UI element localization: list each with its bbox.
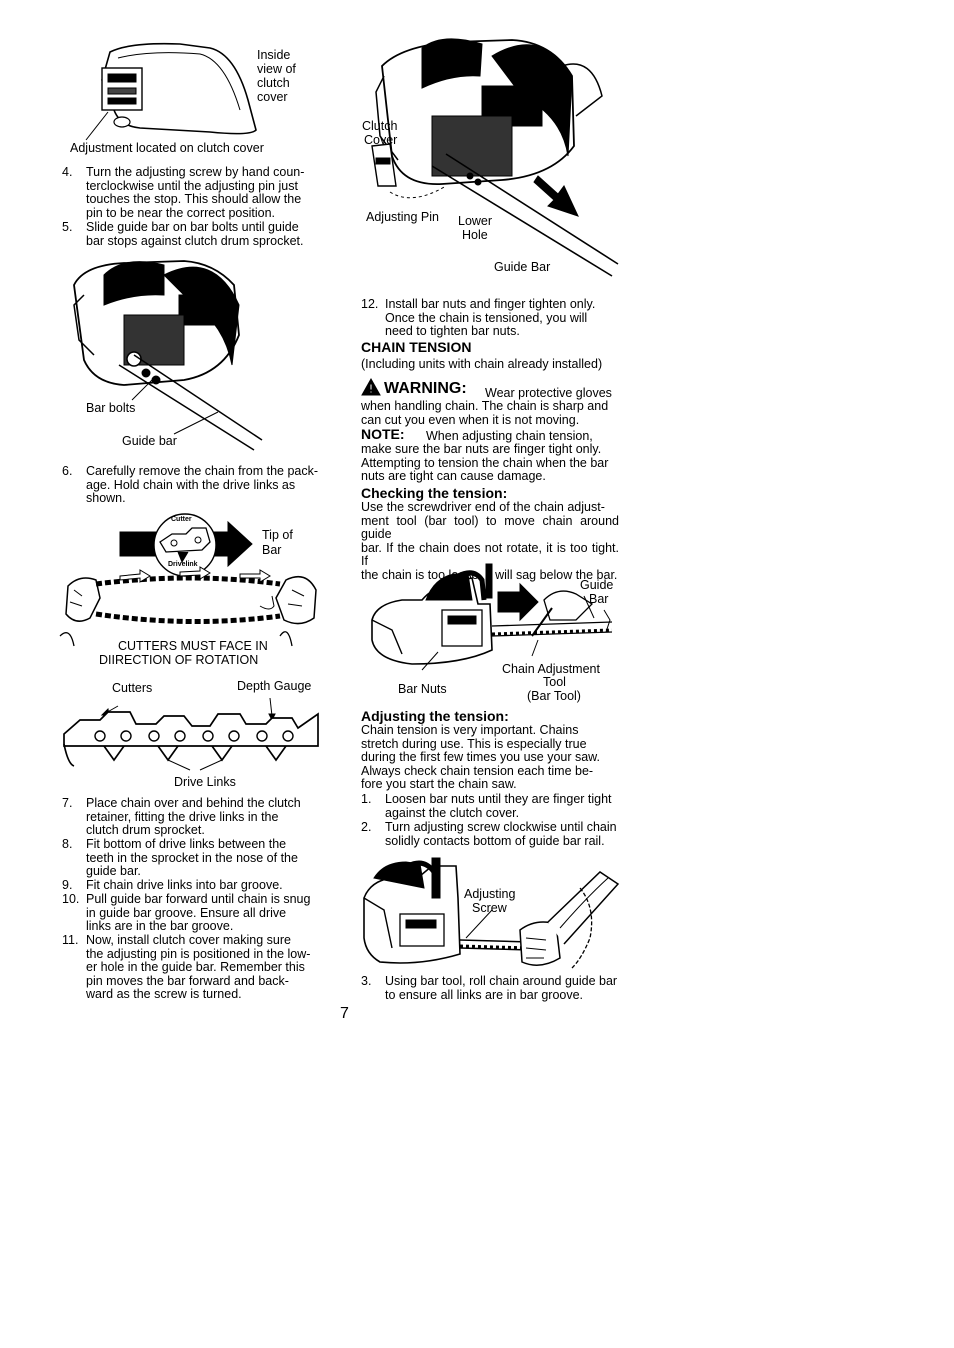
- warning-text-line1: Wear protective gloves: [485, 386, 612, 400]
- label-chain-tool-line2: Tool: [543, 675, 566, 689]
- caption-pointer-line: [85, 111, 109, 141]
- label-adjusting-screw-line1: Adjusting: [464, 887, 516, 901]
- label-clutch-cover-line1: Clutch: [362, 119, 398, 133]
- checking-tension-illustration: [371, 563, 613, 671]
- page-number: 7: [340, 1005, 349, 1022]
- label-bar-bolts: Bar bolts: [86, 401, 136, 415]
- adjusting-tension-text: Chain tension is very important. Chains …: [361, 723, 600, 792]
- label-chain-tool-line1: Chain Adjustment: [502, 662, 600, 676]
- subheading-chain-tension: (Including units with chain already inst…: [361, 357, 603, 371]
- list-item-step-11: 11. Now, install clutch cover making sur…: [62, 933, 311, 1002]
- clutch-cover-illustration: [101, 42, 257, 135]
- label-bar-nuts: Bar Nuts: [398, 682, 447, 696]
- label-lower-hole-line2: Hole: [462, 228, 488, 242]
- list-item-step-10: 10. Pull guide bar forward until chain i…: [62, 892, 311, 934]
- label-inside-view-line1: Inside: [257, 48, 291, 62]
- label-clutch-cover-line2: Cover: [364, 133, 398, 147]
- label-guide-bar-fig6-line1: Guide: [580, 578, 614, 592]
- label-depth-gauge: Depth Gauge: [237, 679, 312, 693]
- warning-text-rest: when handling chain. The chain is sharp …: [361, 399, 609, 427]
- caption-adjustment-location: Adjustment located on clutch cover: [70, 141, 264, 155]
- label-inside-view-line4: cover: [257, 90, 288, 104]
- list-item-step-7: 7. Place chain over and behind the clutc…: [62, 796, 301, 838]
- label-guide-bar: Guide bar: [122, 434, 177, 448]
- label-guide-bar-fig6-line2: Bar: [589, 592, 609, 606]
- adjusting-screw-illustration: [363, 857, 620, 969]
- list-item-step-9: 9. Fit chain drive links into bar groove…: [62, 878, 283, 892]
- chainsaw-bar-bolts-illustration: [73, 260, 263, 451]
- list-item-step-12: 12. Install bar nuts and finger tighten …: [361, 297, 596, 339]
- label-cutter-closeup: Cutter: [171, 516, 192, 523]
- heading-adjusting-tension: Adjusting the tension:: [361, 708, 509, 724]
- label-guide-bar-fig5: Guide Bar: [494, 260, 551, 274]
- label-inside-view-line3: clutch: [257, 76, 290, 90]
- hands-holding-chain-illustration: [59, 566, 317, 647]
- bar-bolts-pointer: [131, 375, 157, 401]
- list-item-adjust-step-3: 3. Using bar tool, roll chain around gui…: [361, 974, 618, 1002]
- note-text-line1: When adjusting chain tension,: [426, 429, 593, 443]
- label-adjusting-screw-line2: Screw: [472, 901, 507, 915]
- list-item-step-5: 5. Slide guide bar on bar bolts until gu…: [62, 220, 304, 248]
- label-tip-of-bar-line1: Tip of: [262, 528, 293, 542]
- list-item-adjust-step-2: 2. Turn adjusting screw clockwise until …: [361, 820, 617, 848]
- list-item-step-6: 6. Carefully remove the chain from the p…: [62, 464, 319, 506]
- label-cutters: Cutters: [112, 681, 153, 695]
- cutter-closeup-circle: [153, 513, 217, 577]
- heading-chain-tension: CHAIN TENSION: [361, 339, 472, 355]
- heading-checking-tension: Checking the tension:: [361, 485, 508, 501]
- guide-bar-pointer: [173, 411, 219, 435]
- warning-label: WARNING:: [384, 380, 467, 397]
- label-tip-of-bar-line2: Bar: [262, 543, 282, 557]
- label-inside-view-line2: view of: [257, 62, 296, 76]
- label-adjusting-pin: Adjusting Pin: [366, 210, 439, 224]
- note-text-rest: make sure the bar nuts are finger tight …: [361, 442, 609, 484]
- chain-links-diagram: [63, 697, 319, 771]
- caption-cutters-direction-line1: CUTTERS MUST FACE IN: [118, 639, 268, 653]
- list-item-step-4: 4. Turn the adjusting screw by hand coun…: [62, 165, 305, 220]
- label-drivelink-closeup: Drivelink: [168, 561, 198, 568]
- warning-triangle-icon: [361, 377, 381, 396]
- list-item-adjust-step-1: 1. Loosen bar nuts until they are finger…: [361, 792, 612, 820]
- caption-cutters-direction-line2: DIIRECTION OF ROTATION: [99, 653, 259, 667]
- clutch-cover-install-illustration: [371, 38, 619, 277]
- label-chain-tool-line3: (Bar Tool): [527, 689, 581, 703]
- label-drive-links: Drive Links: [174, 775, 236, 789]
- list-item-step-8: 8. Fit bottom of drive links between the…: [62, 837, 298, 879]
- note-label: NOTE:: [361, 426, 405, 442]
- label-lower-hole-line1: Lower: [458, 214, 493, 228]
